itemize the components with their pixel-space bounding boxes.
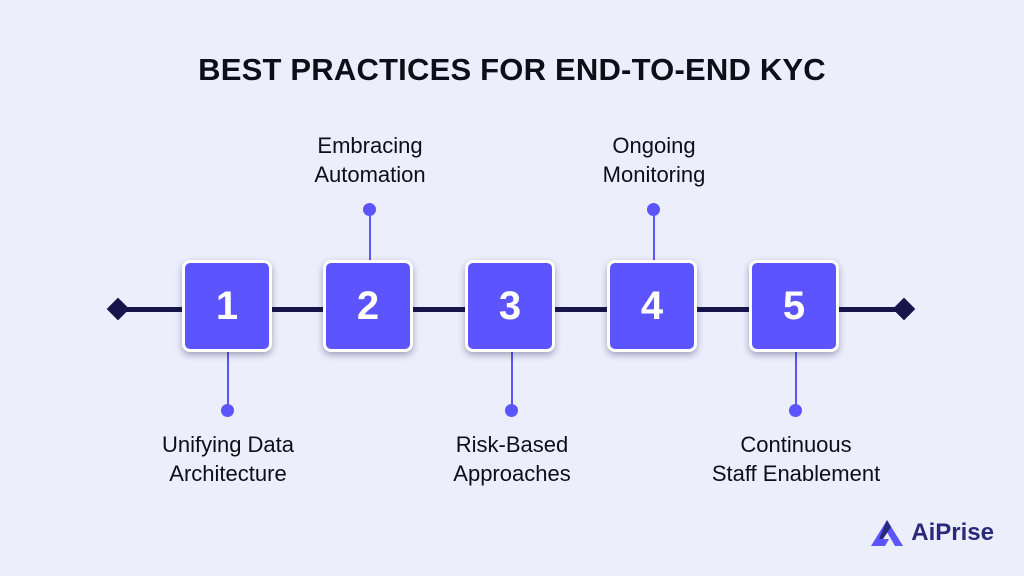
step-2-dot (363, 203, 376, 216)
step-4-label-line-2: Monitoring (602, 162, 706, 187)
step-1-number: 1 (215, 283, 239, 328)
brand-logo: AiPrise (869, 518, 994, 548)
step-2-connector (369, 210, 371, 260)
step-1-dot (221, 404, 234, 417)
step-2-number: 2 (356, 283, 380, 328)
step-1-connector (227, 352, 229, 410)
step-5-number: 5 (782, 283, 806, 328)
step-2-label-line-1: Embracing (317, 133, 423, 158)
step-3-box: 3 (465, 260, 555, 352)
step-5-box: 5 (749, 260, 839, 352)
step-5-label: Continuous Staff Enablement (666, 430, 926, 488)
brand-name: AiPrise (911, 519, 994, 546)
step-4-number: 4 (640, 283, 664, 328)
step-5-connector (795, 352, 797, 410)
step-1-label: Unifying Data Architecture (98, 430, 358, 488)
step-3-connector (511, 352, 513, 410)
step-3-number: 3 (498, 283, 522, 328)
step-3-label: Risk-Based Approaches (382, 430, 642, 488)
step-1-label-line-1: Unifying Data (161, 432, 295, 457)
step-5-label-line-2: Staff Enablement (711, 461, 881, 486)
step-1-box: 1 (182, 260, 272, 352)
step-3-label-line-1: Risk-Based (455, 432, 569, 457)
step-4-dot (647, 203, 660, 216)
aiprise-logo-icon (871, 520, 904, 546)
step-5-dot (789, 404, 802, 417)
step-4-connector (653, 210, 655, 260)
step-2-box: 2 (323, 260, 413, 352)
page-title: BEST PRACTICES FOR END-TO-END KYC (198, 52, 826, 87)
step-3-dot (505, 404, 518, 417)
timeline-end-diamond (892, 297, 916, 321)
step-1-label-line-2: Architecture (169, 461, 287, 486)
step-2-label: Embracing Automation (240, 131, 500, 189)
step-4-box: 4 (607, 260, 697, 352)
step-2-label-line-2: Automation (314, 162, 426, 187)
step-4-label-line-1: Ongoing (612, 133, 696, 158)
timeline-start-diamond (106, 297, 130, 321)
step-5-label-line-1: Continuous (740, 432, 852, 457)
step-3-label-line-2: Approaches (453, 461, 571, 486)
step-4-label: Ongoing Monitoring (524, 131, 784, 189)
